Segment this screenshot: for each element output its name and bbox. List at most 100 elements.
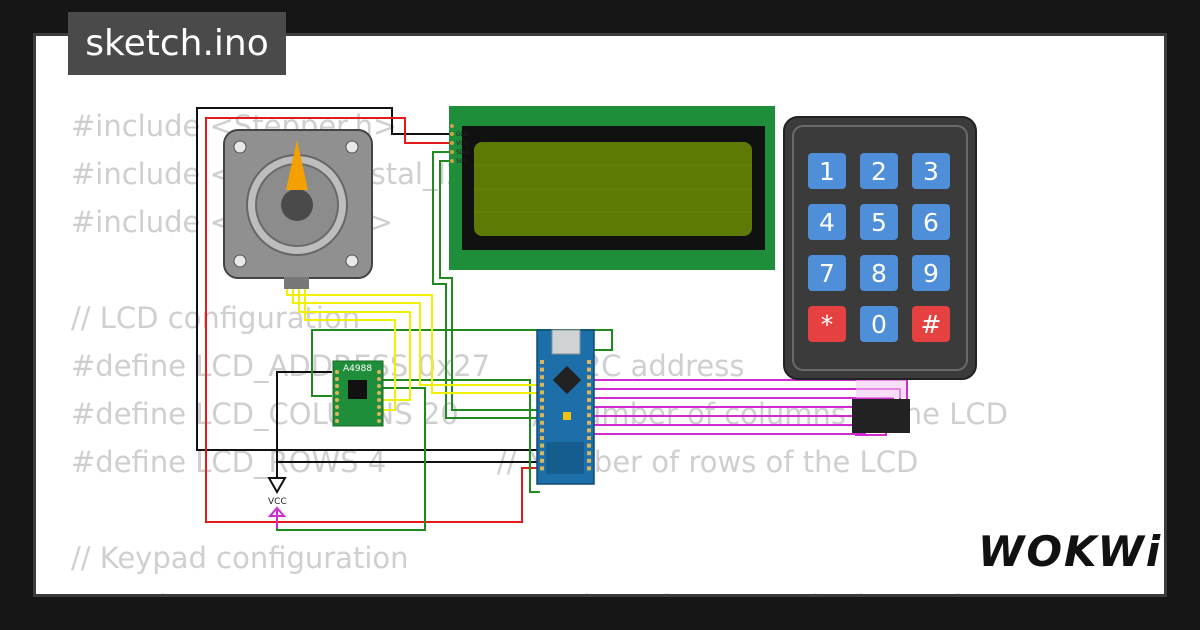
nano-pin — [540, 398, 544, 402]
keypad-key-label: 7 — [819, 259, 835, 288]
wire-green-lcd-scl — [439, 160, 540, 411]
keypad-key[interactable]: # — [912, 306, 950, 342]
keypad-key-label: # — [921, 310, 942, 339]
wire-green-driver-2 — [311, 329, 613, 397]
nano-pin — [587, 458, 591, 463]
keypad[interactable]: 1 2 3 4 5 6 7 8 9 * 0 # — [783, 116, 977, 433]
nano-pin — [540, 443, 544, 448]
wire-magenta-6 — [590, 424, 873, 432]
nano-pin — [540, 413, 544, 418]
arduino-nano[interactable] — [536, 329, 595, 485]
driver-pin — [335, 377, 339, 381]
nano-pin — [587, 398, 591, 402]
nano-pin — [587, 390, 591, 395]
wire-yellow-3 — [298, 277, 411, 401]
code-line: #define LCD_ROWS 4 // Number of rows of … — [71, 445, 919, 479]
lcd-display[interactable]: GND VCC SDA SCL — [449, 106, 775, 270]
keypad-key[interactable]: 7 — [808, 255, 846, 291]
driver-pin — [335, 398, 339, 402]
lcd-pixel-grid — [474, 164, 752, 213]
wire-magenta-4 — [590, 406, 887, 436]
nano-pin — [540, 428, 544, 433]
nano-pin — [540, 451, 544, 456]
code-line: // Keypad configuration — [71, 541, 409, 575]
nano-pin — [587, 451, 591, 456]
wokwi-logo[interactable]: WOKWi — [978, 527, 1163, 576]
nano-pin — [587, 405, 591, 410]
keypad-key[interactable]: 9 — [912, 255, 950, 291]
wire-green-lcd-sda — [432, 151, 540, 419]
keypad-key[interactable]: 6 — [912, 204, 950, 240]
keypad-key-label: * — [821, 310, 834, 339]
code-line: // LCD configuration — [71, 301, 361, 335]
nano-pin — [540, 466, 544, 471]
keypad-key-label: 5 — [871, 208, 887, 237]
wire-green-driver-3 — [383, 379, 540, 493]
wire-yellow-1 — [286, 277, 540, 394]
nano-pin — [540, 458, 544, 463]
driver-pin — [377, 377, 381, 381]
keypad-key[interactable]: 8 — [860, 255, 898, 291]
nano-pin — [540, 375, 544, 380]
driver-pin — [335, 370, 339, 374]
keypad-key-label: 4 — [819, 208, 835, 237]
keypad-key[interactable]: 2 — [860, 153, 898, 189]
keypad-key-label: 9 — [923, 259, 939, 288]
keypad-key-label: 6 — [923, 208, 939, 237]
nano-pin — [540, 436, 544, 440]
keypad-key[interactable]: 4 — [808, 204, 846, 240]
code-line: const byte ROWS = 4; // Number of rows o… — [71, 588, 962, 594]
nano-pin — [587, 360, 591, 364]
wire-black-lcd-gnd — [196, 107, 540, 451]
sketch-title[interactable]: sketch.ino — [68, 12, 286, 75]
wire-yellow-4 — [304, 277, 396, 411]
nano-pin — [540, 390, 544, 395]
driver-pin — [377, 391, 381, 395]
wire-magenta-7 — [590, 433, 866, 436]
nano-pin — [587, 420, 591, 425]
keypad-key-label: 8 — [871, 259, 887, 288]
nano-pin — [587, 367, 591, 372]
vcc-label: VCC — [268, 497, 287, 507]
nano-pin — [540, 405, 544, 410]
keypad-key-label: 2 — [871, 157, 887, 186]
driver-pin — [377, 419, 381, 423]
nano-pin — [587, 428, 591, 433]
driver-pin — [335, 412, 339, 416]
nano-pin — [587, 443, 591, 448]
nano-pin — [540, 382, 544, 387]
driver-pin — [377, 398, 381, 402]
keypad-key[interactable]: 5 — [860, 204, 898, 240]
driver-pin — [335, 391, 339, 395]
driver-label: A4988 — [343, 364, 372, 374]
nano-pin — [587, 413, 591, 418]
nano-pin — [540, 420, 544, 425]
keypad-key[interactable]: 1 — [808, 153, 846, 189]
nano-pin — [540, 360, 544, 364]
lcd-pin-vcc: VCC — [456, 140, 468, 147]
lcd-pin-header — [450, 124, 454, 163]
keypad-key-label: 3 — [923, 157, 939, 186]
vcc-symbol: VCC — [267, 462, 287, 517]
wire-red-lcd-vcc — [205, 117, 540, 523]
driver-pin — [377, 405, 381, 409]
keypad-key[interactable]: 3 — [912, 153, 950, 189]
keypad-key-label: 1 — [819, 157, 835, 186]
driver-pin — [377, 412, 381, 416]
keypad-key[interactable]: 0 — [860, 306, 898, 342]
keypad-connector — [852, 380, 910, 433]
lcd-pin-scl: SCL — [456, 158, 468, 165]
a4988-driver[interactable]: A4988 — [332, 360, 384, 427]
nano-pin — [587, 375, 591, 380]
keypad-key[interactable]: * — [808, 306, 846, 342]
nano-pin — [587, 466, 591, 471]
driver-pin — [377, 370, 381, 374]
stepper-motor[interactable] — [223, 129, 373, 289]
wire-yellow-2 — [292, 277, 540, 386]
driver-pin — [377, 384, 381, 388]
driver-pin — [335, 384, 339, 388]
keypad-key-label: 0 — [871, 310, 887, 339]
wire-black-driver-gnd — [276, 371, 540, 463]
wire-magenta-5 — [590, 415, 880, 428]
